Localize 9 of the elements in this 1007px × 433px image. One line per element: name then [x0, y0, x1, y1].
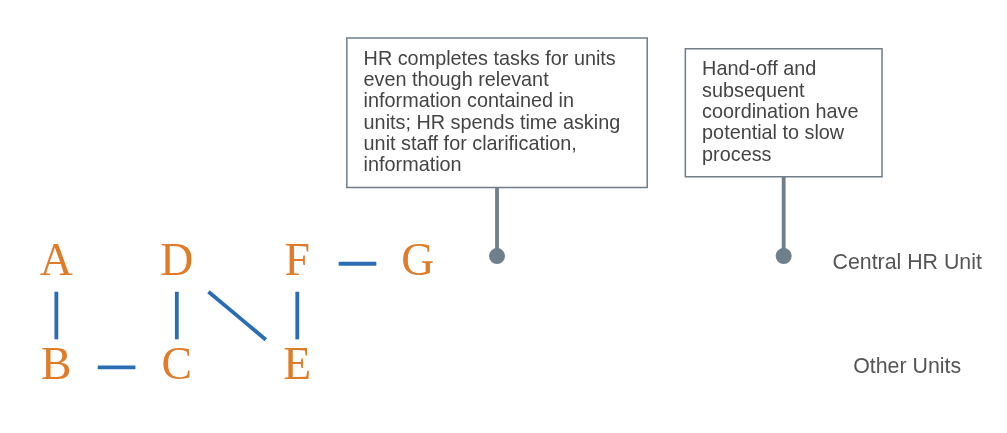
label: Central HR Unit [832, 250, 982, 275]
node-text: B [41, 337, 72, 389]
node-text: D [160, 234, 194, 286]
label: Other Units [853, 354, 962, 379]
node-text: E [283, 337, 312, 389]
node-text: F [284, 234, 310, 286]
node-text: G [401, 234, 435, 286]
node-text: C [161, 337, 193, 389]
node-text: A [39, 234, 73, 286]
